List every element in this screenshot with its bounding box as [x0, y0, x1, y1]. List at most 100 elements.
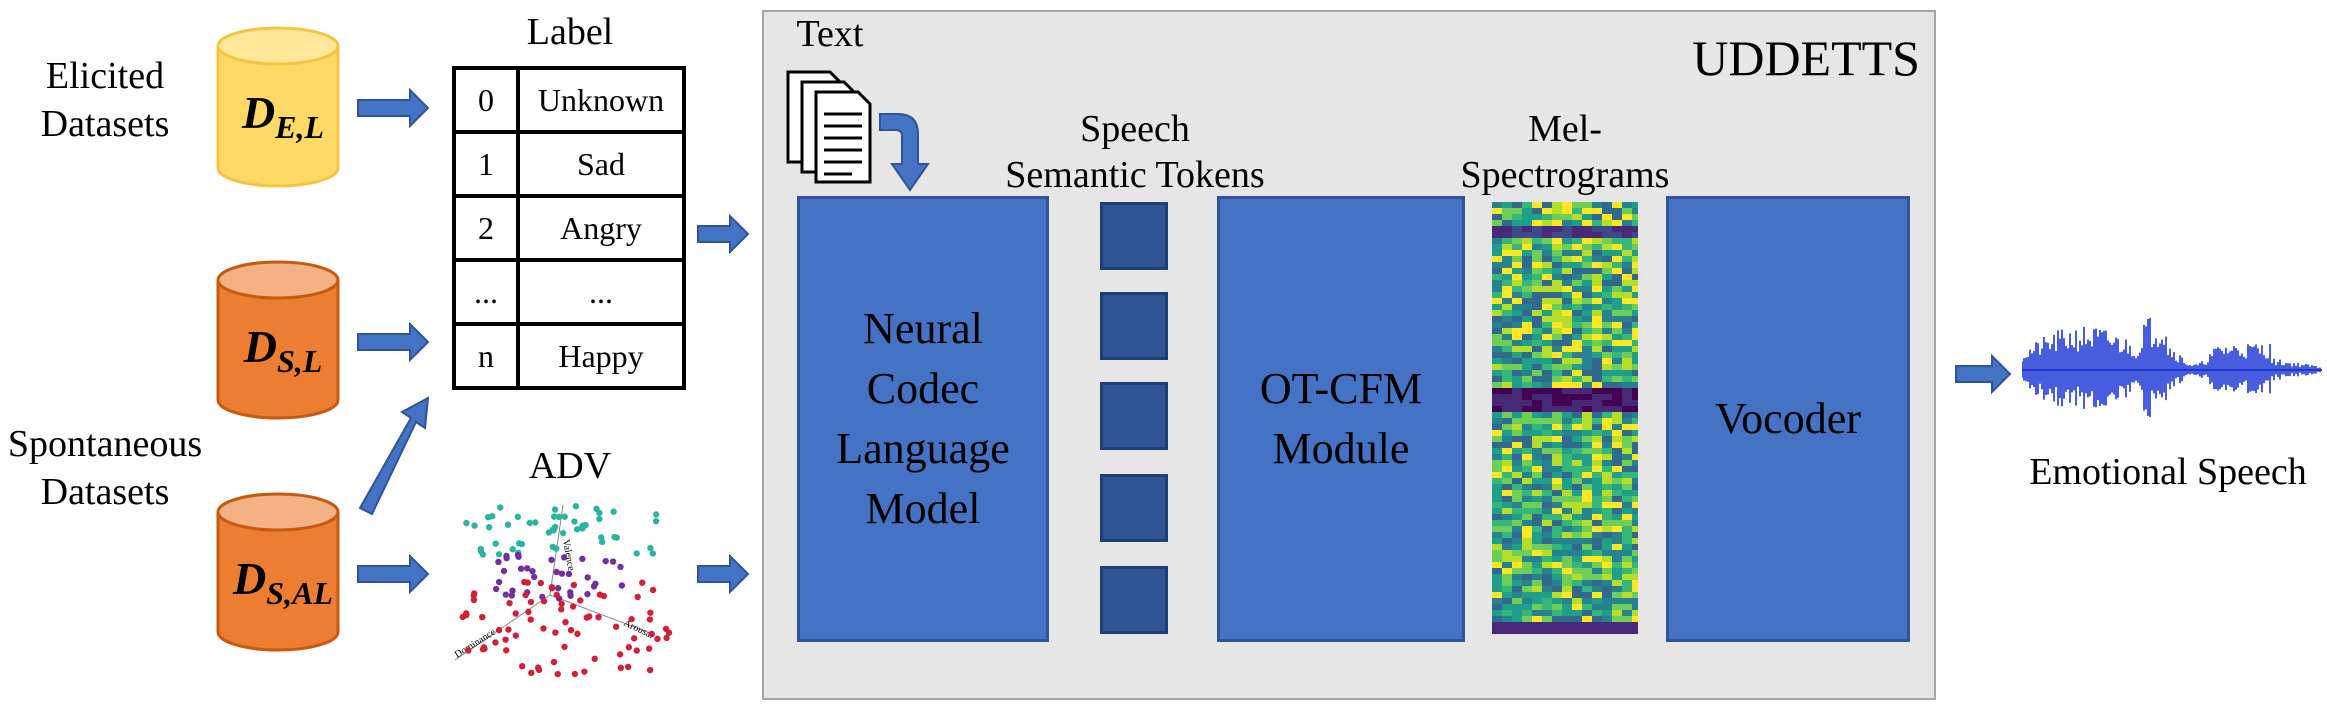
adv-dot [503, 554, 510, 562]
adv-dot [500, 567, 508, 575]
semantic-token [1100, 202, 1168, 270]
adv-dot [633, 647, 640, 654]
adv-dot [471, 522, 478, 529]
adv-dot [503, 647, 510, 654]
adv-dot [504, 521, 512, 528]
db-elicited-label: DE,L [241, 87, 325, 145]
adv-dot [534, 664, 542, 671]
adv-dot [550, 658, 558, 666]
adv-dot [509, 546, 516, 553]
adv-dot [584, 574, 591, 581]
adv-dot [537, 579, 545, 587]
adv-dot [652, 518, 660, 525]
adv-dot [502, 636, 509, 643]
adv-dot [561, 513, 568, 520]
adv-dot [527, 616, 534, 623]
elicited-datasets-label: Elicited Datasets [40, 55, 170, 145]
adv-dot [558, 606, 565, 613]
adv-dot [571, 518, 578, 525]
adv-dot [572, 503, 580, 510]
arrow-del-to-label [357, 87, 430, 129]
adv-dot [495, 578, 503, 586]
arrow-dsal-to-adv [357, 553, 430, 595]
adv-dot [579, 555, 586, 563]
adv-dot [514, 551, 522, 559]
document-icon [786, 70, 930, 192]
adv-dot [567, 592, 574, 599]
adv-title: ADV [528, 445, 612, 487]
adv-dot [470, 596, 478, 604]
table-row: 2 Angry [452, 194, 686, 262]
mel-spectrogram [1492, 202, 1638, 634]
db-spontaneous-adv: DS,AL [233, 553, 333, 611]
ot-cfm-block: OT-CFM Module [1217, 196, 1465, 642]
adv-dot [548, 556, 555, 564]
speech-waveform [2022, 317, 2322, 417]
adv-dot [492, 540, 499, 547]
adv-dot [528, 669, 535, 677]
adv-dot [630, 635, 638, 642]
adv-dot [596, 509, 603, 517]
adv-dot [480, 644, 488, 651]
adv-dot [569, 603, 577, 610]
adv-dot [586, 613, 593, 620]
arrow-to-output [1955, 353, 2012, 395]
adv-dot [571, 670, 579, 678]
output-label: Emotional Speech [2029, 451, 2307, 493]
adv-dot [625, 644, 633, 651]
adv-dot [527, 598, 535, 606]
flow-arrows [357, 87, 2012, 595]
adv-dot [532, 519, 539, 526]
adv-dot [525, 608, 532, 616]
adv-dot [508, 592, 516, 599]
adv-dot [530, 573, 538, 581]
adv-dot [618, 582, 626, 589]
adv-dot [555, 513, 563, 521]
adv-dot [570, 581, 578, 589]
adv-dot [529, 567, 536, 575]
adv-dot [551, 506, 559, 513]
semantic-token [1100, 382, 1168, 450]
semantic-token [1100, 474, 1168, 542]
adv-dot [470, 590, 478, 597]
adv-dot [574, 630, 581, 638]
adv-dot [584, 590, 591, 598]
adv-dot [522, 591, 529, 599]
adv-dot [548, 584, 556, 592]
tokens-label: Speech Semantic Tokens [1005, 108, 1265, 196]
adv-dot [524, 565, 531, 572]
arrow-dsal-to-label [358, 396, 430, 516]
adv-dot [633, 550, 640, 557]
adv-dot [560, 554, 568, 561]
adv-dot [497, 504, 504, 511]
arrow-dsl-to-label [357, 321, 430, 363]
adv-dot [524, 579, 531, 586]
adv-dot [579, 525, 586, 532]
db-elicited-cylinder [216, 26, 340, 188]
adv-dot [554, 585, 562, 592]
adv-dot [559, 529, 567, 537]
adv-dot [502, 591, 510, 598]
arousal-axis [549, 594, 656, 636]
db-spontaneous-label-cylinder [216, 260, 340, 420]
adv-dot [492, 585, 500, 593]
adv-dot [553, 545, 560, 552]
adv-dot [512, 610, 519, 617]
adv-dot [495, 626, 503, 634]
adv-dot [554, 670, 561, 678]
adv-dot [540, 625, 547, 632]
adv-dot [485, 524, 493, 531]
adv-dot [592, 580, 599, 587]
adv-dot [645, 645, 653, 652]
adv-dot [581, 668, 588, 675]
text-input-label: Text [796, 13, 864, 55]
adv-dot [526, 519, 533, 527]
adv-dot [479, 551, 487, 558]
adv-dots [459, 503, 673, 678]
adv-dot [489, 512, 496, 520]
adv-dot [505, 626, 512, 633]
adv-dot [518, 663, 526, 670]
adv-dot [567, 626, 575, 634]
adv-dot [647, 609, 654, 616]
